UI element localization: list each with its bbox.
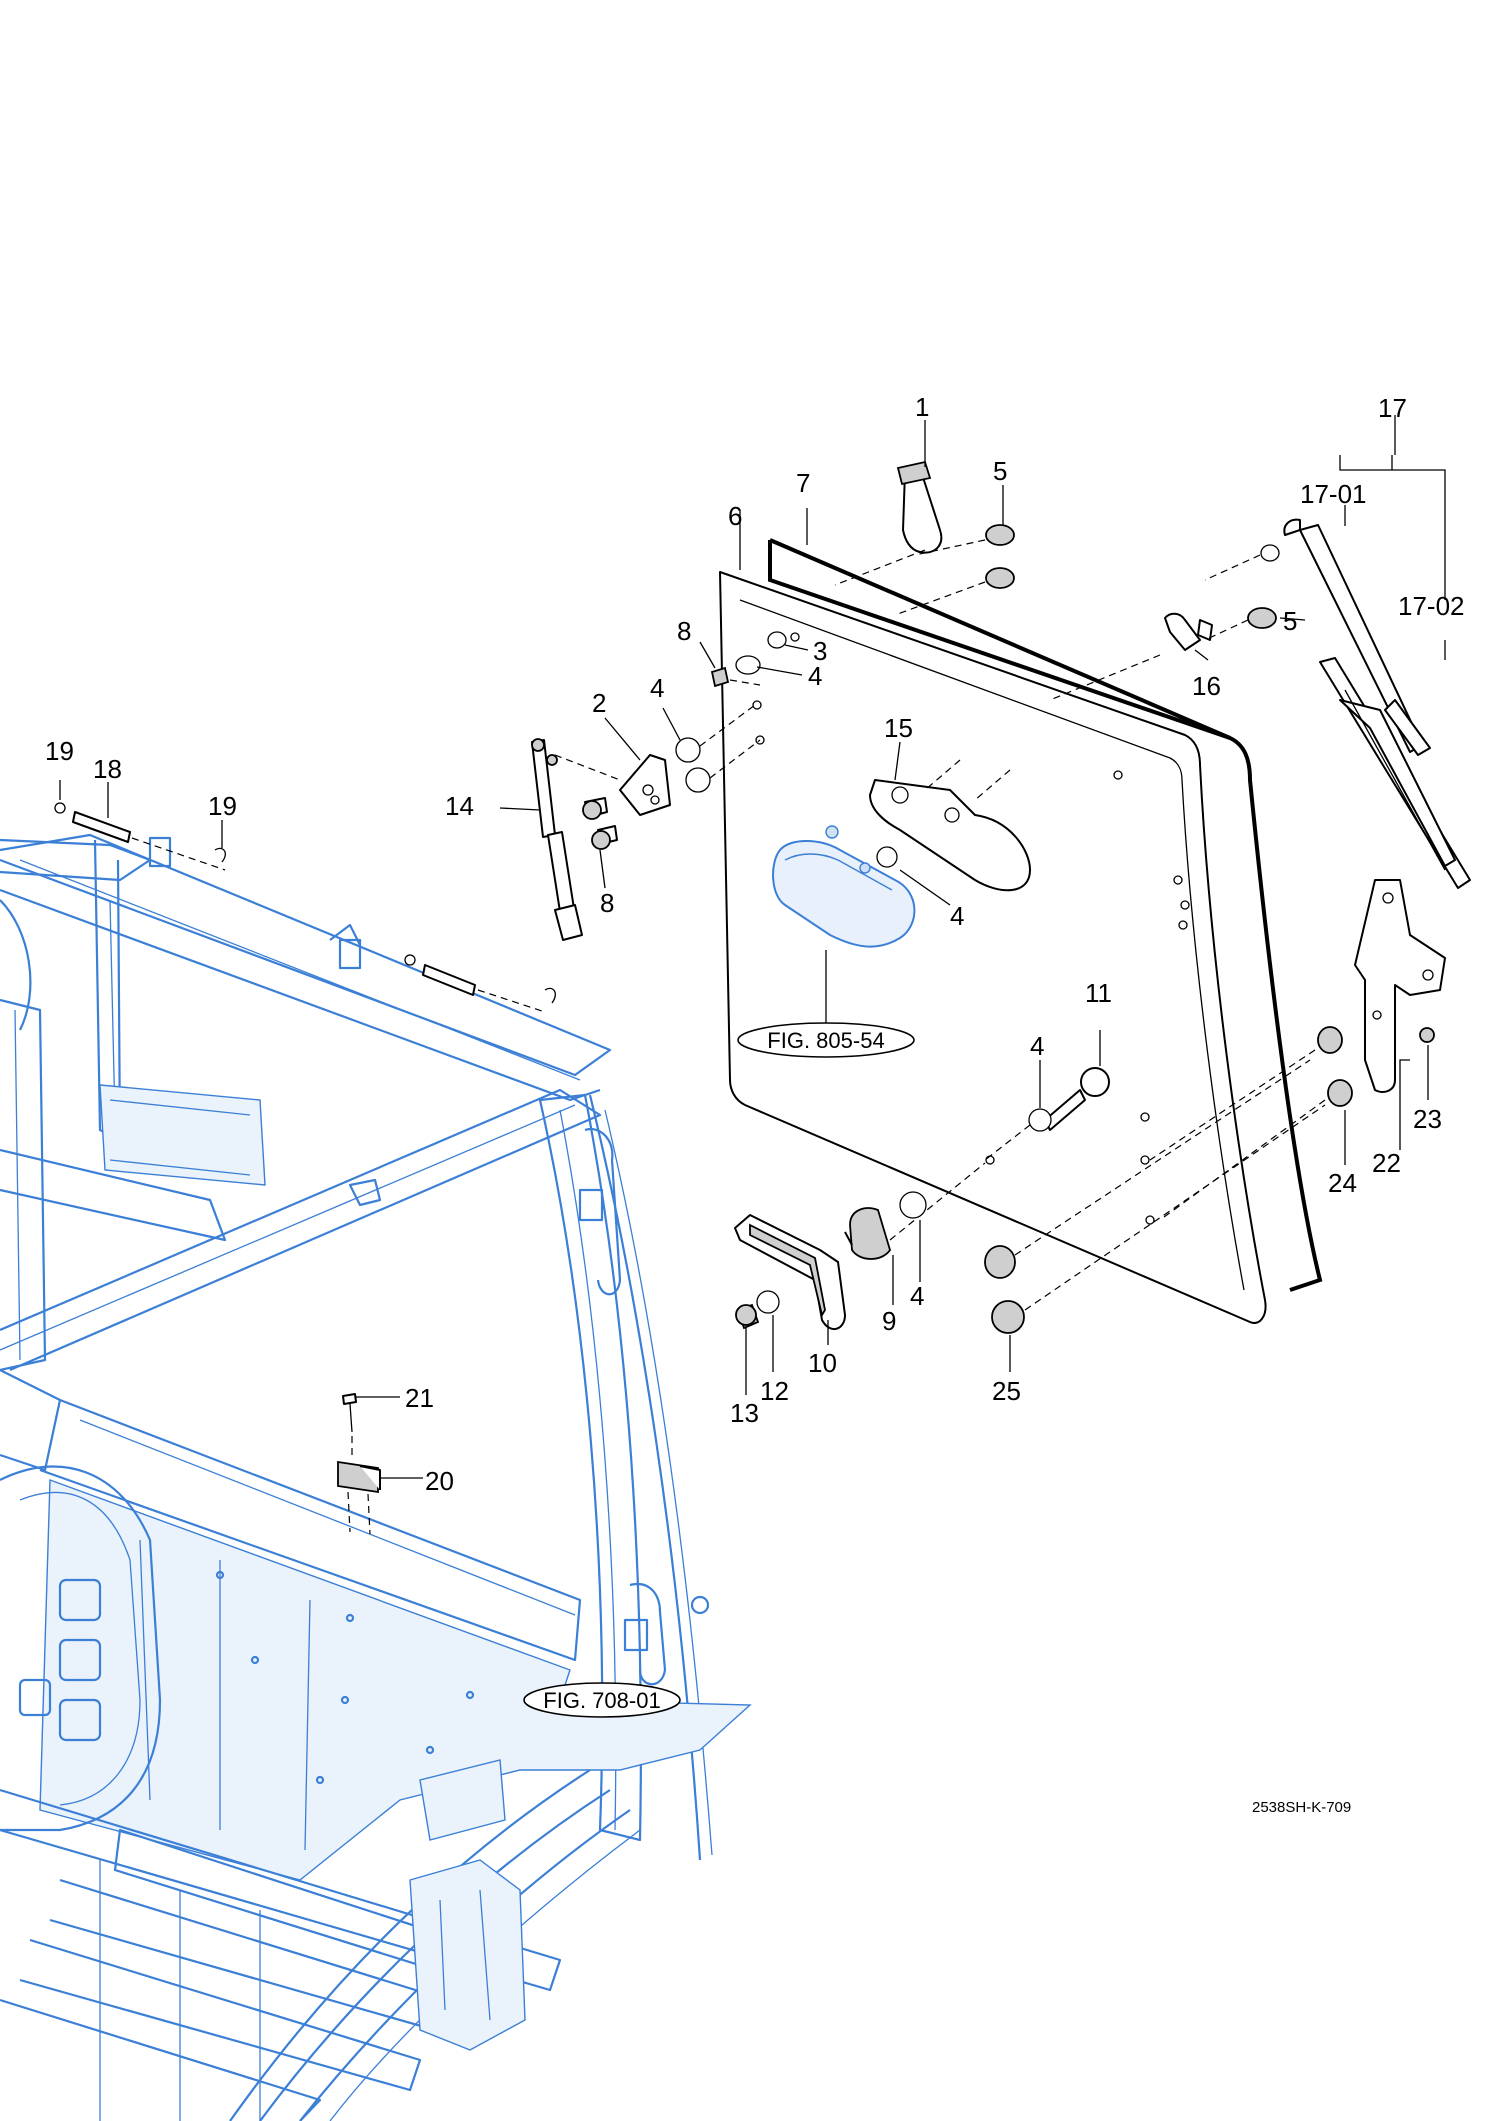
- callout-22: 22: [1372, 1148, 1401, 1178]
- callout-15: 15: [884, 713, 913, 743]
- callout-10: 10: [808, 1348, 837, 1378]
- callout-12: 12: [760, 1376, 789, 1406]
- callout-19: 19: [208, 791, 237, 821]
- callout-11: 11: [1085, 978, 1112, 1008]
- cab-frame: [0, 833, 752, 2121]
- figure-ref-708-01[interactable]: FIG. 708-01: [543, 1688, 660, 1713]
- callout-4: 4: [910, 1281, 924, 1311]
- callout-24: 24: [1328, 1168, 1357, 1198]
- callout-9: 9: [882, 1306, 896, 1336]
- callout-25: 25: [992, 1376, 1021, 1406]
- callout-19: 19: [45, 736, 74, 766]
- figure-references: FIG. 805-54 FIG. 708-01: [523, 1022, 915, 1718]
- callout-7: 7: [796, 468, 810, 498]
- callout-17-01: 17-01: [1300, 479, 1367, 509]
- figure-ref-outline: [737, 1022, 915, 1058]
- leader-lines: [59, 415, 1446, 1479]
- callout-17-02: 17-02: [1398, 591, 1465, 621]
- callout-5: 5: [1283, 606, 1297, 636]
- callout-4: 4: [1030, 1031, 1044, 1061]
- callout-2: 2: [592, 688, 606, 718]
- callout-18: 18: [93, 754, 122, 784]
- callout-14: 14: [445, 791, 474, 821]
- callout-1: 1: [915, 392, 929, 422]
- callout-17: 17: [1378, 393, 1407, 423]
- callout-13: 13: [730, 1398, 759, 1428]
- callout-5: 5: [993, 456, 1007, 486]
- callout-4: 4: [950, 901, 964, 931]
- callout-21: 21: [405, 1383, 434, 1413]
- callout-3: 3: [813, 636, 827, 666]
- callout-8: 8: [600, 888, 614, 918]
- figure-ref-outline: [523, 1682, 681, 1718]
- figure-ref-805-54[interactable]: FIG. 805-54: [767, 1028, 884, 1053]
- callout-4: 4: [808, 661, 822, 691]
- frame-hardware: [54, 802, 556, 1535]
- drawing-number: 2538SH-K-709: [1252, 1799, 1351, 1816]
- parts: [531, 460, 1471, 1334]
- callout-4: 4: [650, 673, 664, 703]
- callout-20: 20: [425, 1466, 454, 1496]
- callout-16: 16: [1192, 671, 1221, 701]
- callout-labels: 1 2 3 4 4 4 4 4 5 5 6 7 8 8 9 10 11 12 1…: [45, 392, 1465, 1496]
- rear-window-glass: [719, 538, 1323, 1324]
- callout-8: 8: [677, 616, 691, 646]
- callout-23: 23: [1413, 1104, 1442, 1134]
- callout-6: 6: [728, 501, 742, 531]
